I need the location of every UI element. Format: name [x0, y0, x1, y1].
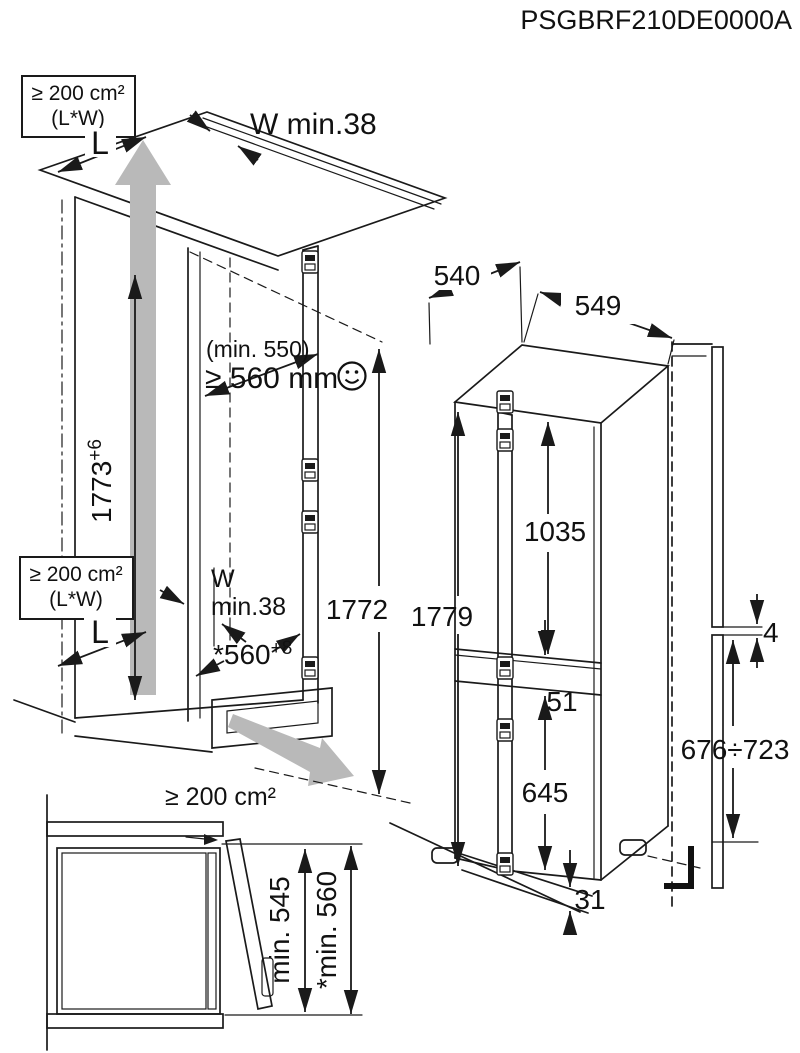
appliance-height-label: 1779: [411, 601, 473, 632]
vent-area-mid-label: ≥ 200 cm²: [29, 563, 122, 586]
niche-depth-label: ≥ 560 mm: [205, 362, 338, 395]
vent-area-top-box: ≥ 200 cm² (L*W): [21, 75, 136, 138]
niche-inner-height-label: 1772: [326, 594, 388, 625]
appliance-drawing: [254, 344, 701, 914]
vent-area-mid-sublabel: (L*W): [49, 588, 103, 611]
niche-width-tolerance: +8: [271, 638, 293, 659]
airflow-arrow-down: [228, 714, 354, 786]
panel-gap-label: 4: [763, 617, 779, 648]
housing-hinges: [301, 250, 319, 680]
niche-height-label: 1773+6: [85, 439, 117, 523]
niche-width-label: *560+8: [213, 638, 292, 670]
plinth-height-label: 31: [574, 884, 605, 915]
labels: PSGBRF210DE0000A ≥ 200 cm² (L*W) L W min…: [19, 5, 792, 989]
vent-area-top-label: ≥ 200 cm²: [31, 82, 124, 105]
vent-area-top-sublabel: (L*W): [51, 107, 105, 130]
niche-height-tolerance: +6: [85, 439, 106, 461]
model-number: PSGBRF210DE0000A: [520, 5, 792, 35]
plan-depth-min-label: min. 545: [264, 876, 295, 983]
appliance-depth-label: 549: [575, 290, 622, 321]
panel-height-range-label: 676÷723: [681, 734, 790, 765]
length-label-mid: L: [91, 614, 109, 650]
niche-depth-note: (min. 550): [206, 336, 310, 362]
freezer-door-height-label: 645: [522, 777, 569, 808]
door-handle: [261, 957, 274, 997]
door-gap-label: 51: [546, 686, 577, 717]
vent-area-base-label: ≥ 200 cm²: [165, 783, 276, 811]
airflow-arrows: [115, 140, 354, 786]
wall-gap-top-label: W min.38: [250, 108, 377, 141]
appliance-width-label: 540: [434, 260, 481, 291]
wall-gap-mid-label-line1: W: [211, 565, 235, 593]
length-label-top: L: [91, 125, 109, 161]
smiley-icon: [337, 361, 367, 391]
plan-depth-min-star-label: *min. 560: [311, 871, 342, 989]
wall-gap-mid-label-line2: min.38: [211, 593, 286, 621]
fridge-door-height-label: 1035: [524, 516, 586, 547]
wall-bracket: [664, 846, 694, 889]
airflow-arrow-up: [115, 140, 171, 695]
dimension-lines: [57, 110, 765, 1016]
appliance-hinges: [496, 390, 514, 876]
plan-view-drawing: [46, 794, 274, 1051]
door-panel-drawing: [664, 341, 763, 907]
vent-area-mid-box: ≥ 200 cm² (L*W): [19, 556, 134, 620]
housing-drawing: [13, 111, 448, 753]
